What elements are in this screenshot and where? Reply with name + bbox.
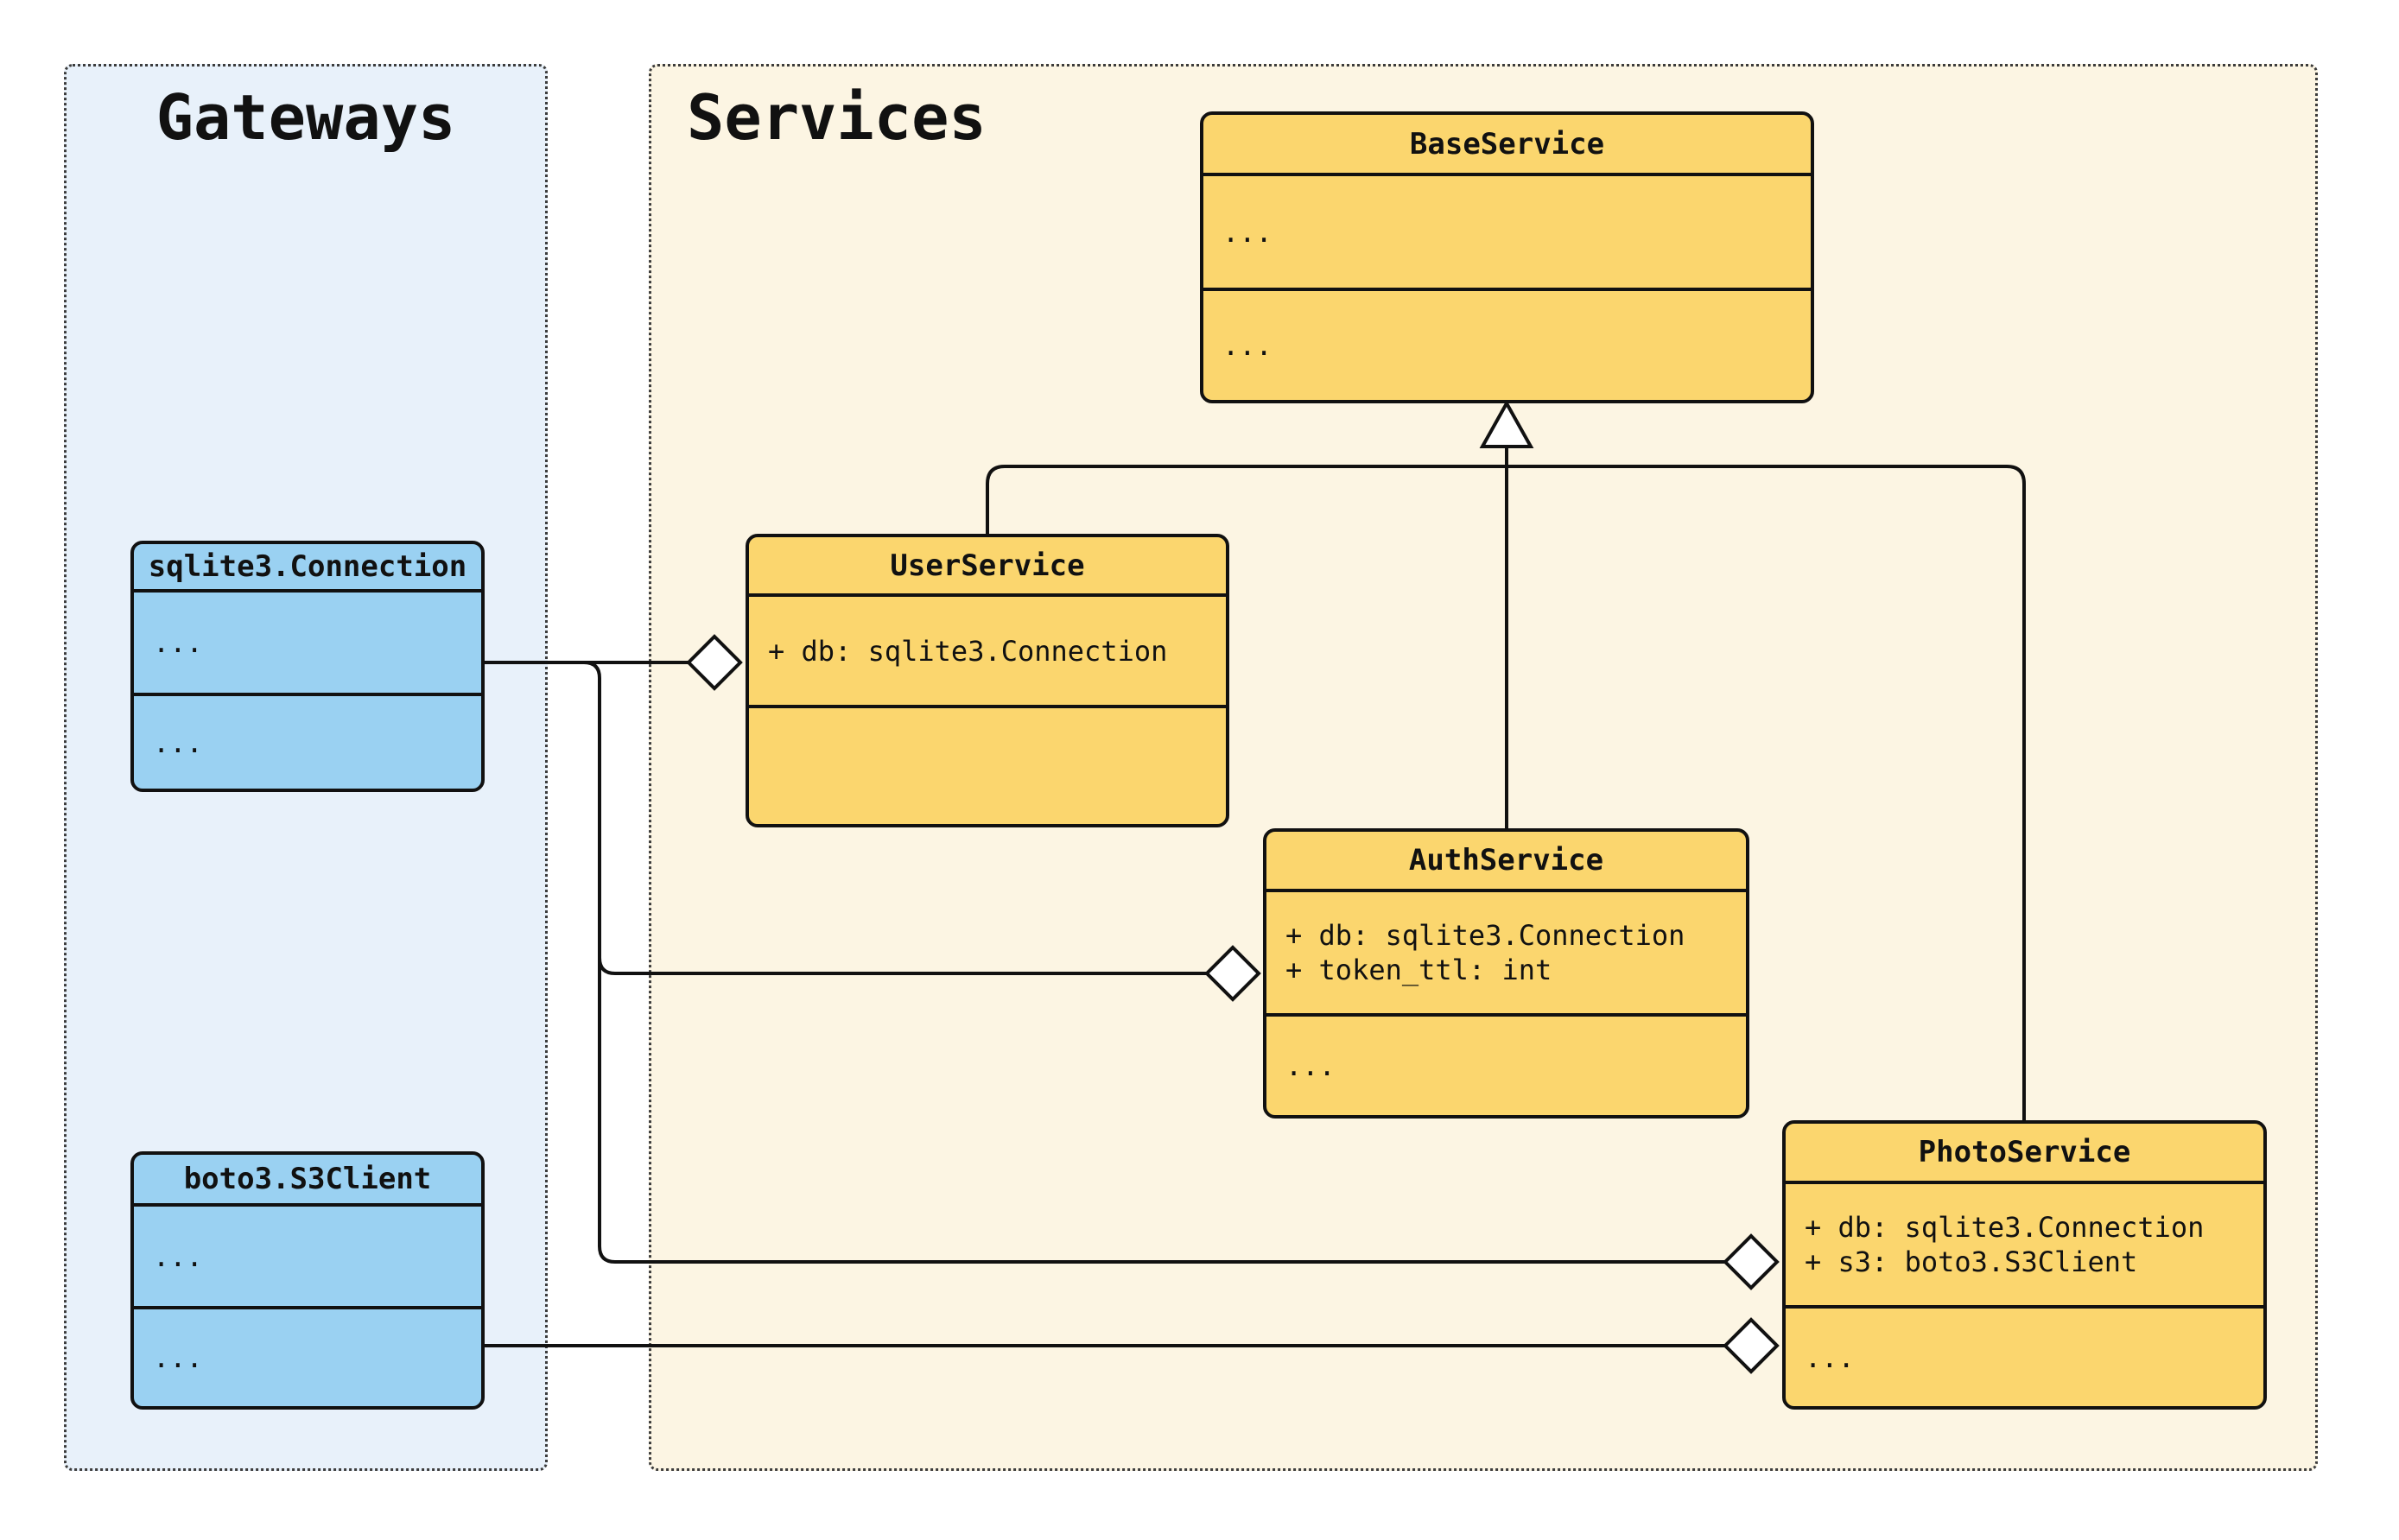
class-base-service-methods: ... bbox=[1222, 329, 1272, 362]
class-user-service: UserService + db: sqlite3.Connection bbox=[746, 534, 1229, 827]
class-sqlite3-connection-name: sqlite3.Connection bbox=[134, 544, 481, 593]
group-services-title: Services bbox=[687, 81, 987, 154]
class-boto3-s3client-methods: ... bbox=[153, 1341, 203, 1374]
class-photo-service-attributes: + db: sqlite3.Connection + s3: boto3.S3C… bbox=[1786, 1184, 2263, 1309]
class-user-service-attributes: + db: sqlite3.Connection bbox=[749, 597, 1226, 708]
class-boto3-s3client-name: boto3.S3Client bbox=[134, 1155, 481, 1207]
class-auth-service: AuthService + db: sqlite3.Connection + t… bbox=[1263, 828, 1749, 1119]
class-auth-service-attributes: + db: sqlite3.Connection + token_ttl: in… bbox=[1266, 892, 1746, 1017]
class-boto3-s3client-attributes: ... bbox=[134, 1207, 481, 1309]
class-photo-service-name: PhotoService bbox=[1786, 1124, 2263, 1184]
class-base-service-attributes: ... bbox=[1203, 176, 1811, 291]
class-sqlite3-connection: sqlite3.Connection ... ... bbox=[130, 541, 485, 792]
class-auth-service-methods: ... bbox=[1285, 1049, 1336, 1082]
class-sqlite3-connection-methods: ... bbox=[153, 726, 203, 759]
class-boto3-s3client: boto3.S3Client ... ... bbox=[130, 1151, 485, 1410]
class-auth-service-name: AuthService bbox=[1266, 832, 1746, 892]
class-user-service-name: UserService bbox=[749, 537, 1226, 597]
class-photo-service: PhotoService + db: sqlite3.Connection + … bbox=[1782, 1120, 2267, 1410]
class-photo-service-methods: ... bbox=[1805, 1340, 1855, 1374]
class-sqlite3-connection-attributes: ... bbox=[134, 593, 481, 696]
class-base-service-name: BaseService bbox=[1203, 115, 1811, 176]
class-base-service: BaseService ... ... bbox=[1200, 111, 1814, 403]
class-user-service-methods bbox=[749, 708, 1226, 824]
group-gateways-title: Gateways bbox=[155, 81, 456, 154]
